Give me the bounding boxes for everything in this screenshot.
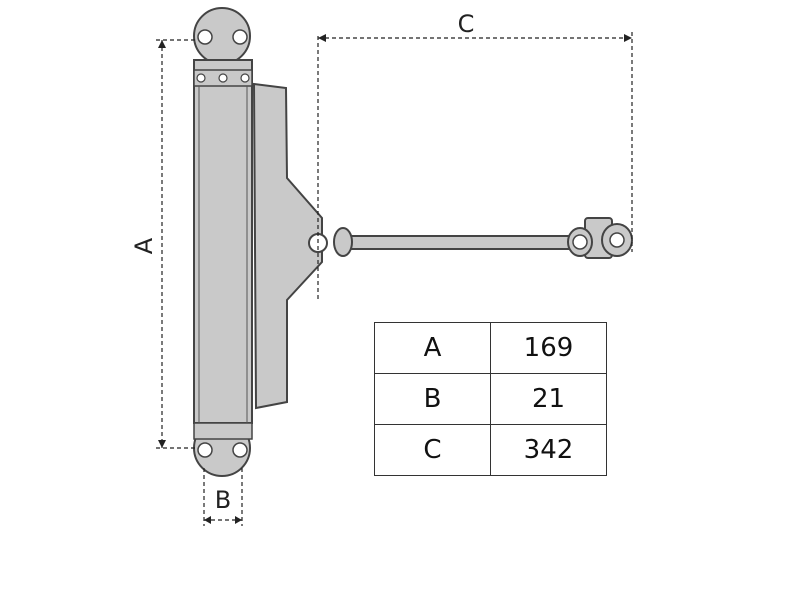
dimension-c [317,32,633,302]
table-row: A 169 [374,322,607,374]
closer-body [193,7,253,477]
table-cell-label: C [374,424,491,476]
mounting-hole-icon [232,29,248,45]
mounting-hole-icon [197,29,213,45]
dimension-b-arrows [204,516,242,524]
table-cell-label: A [374,322,491,374]
table-cell-value: 342 [490,424,607,476]
mounting-hole-icon [197,442,213,458]
table-row: B 21 [374,373,607,425]
dimension-c-label: C [458,10,475,38]
closer-arm [308,217,633,259]
dimensions-table: A 169 B 21 C 342 [374,322,607,476]
dimension-a [156,39,196,449]
dimension-a-label: A [130,237,158,254]
mounting-hole-icon [232,442,248,458]
table-cell-value: 169 [490,322,607,374]
mounting-plate [252,82,323,410]
table-cell-value: 21 [490,373,607,425]
table-row: C 342 [374,424,607,476]
table-cell-label: B [374,373,491,425]
dimension-b-label: B [215,486,231,514]
